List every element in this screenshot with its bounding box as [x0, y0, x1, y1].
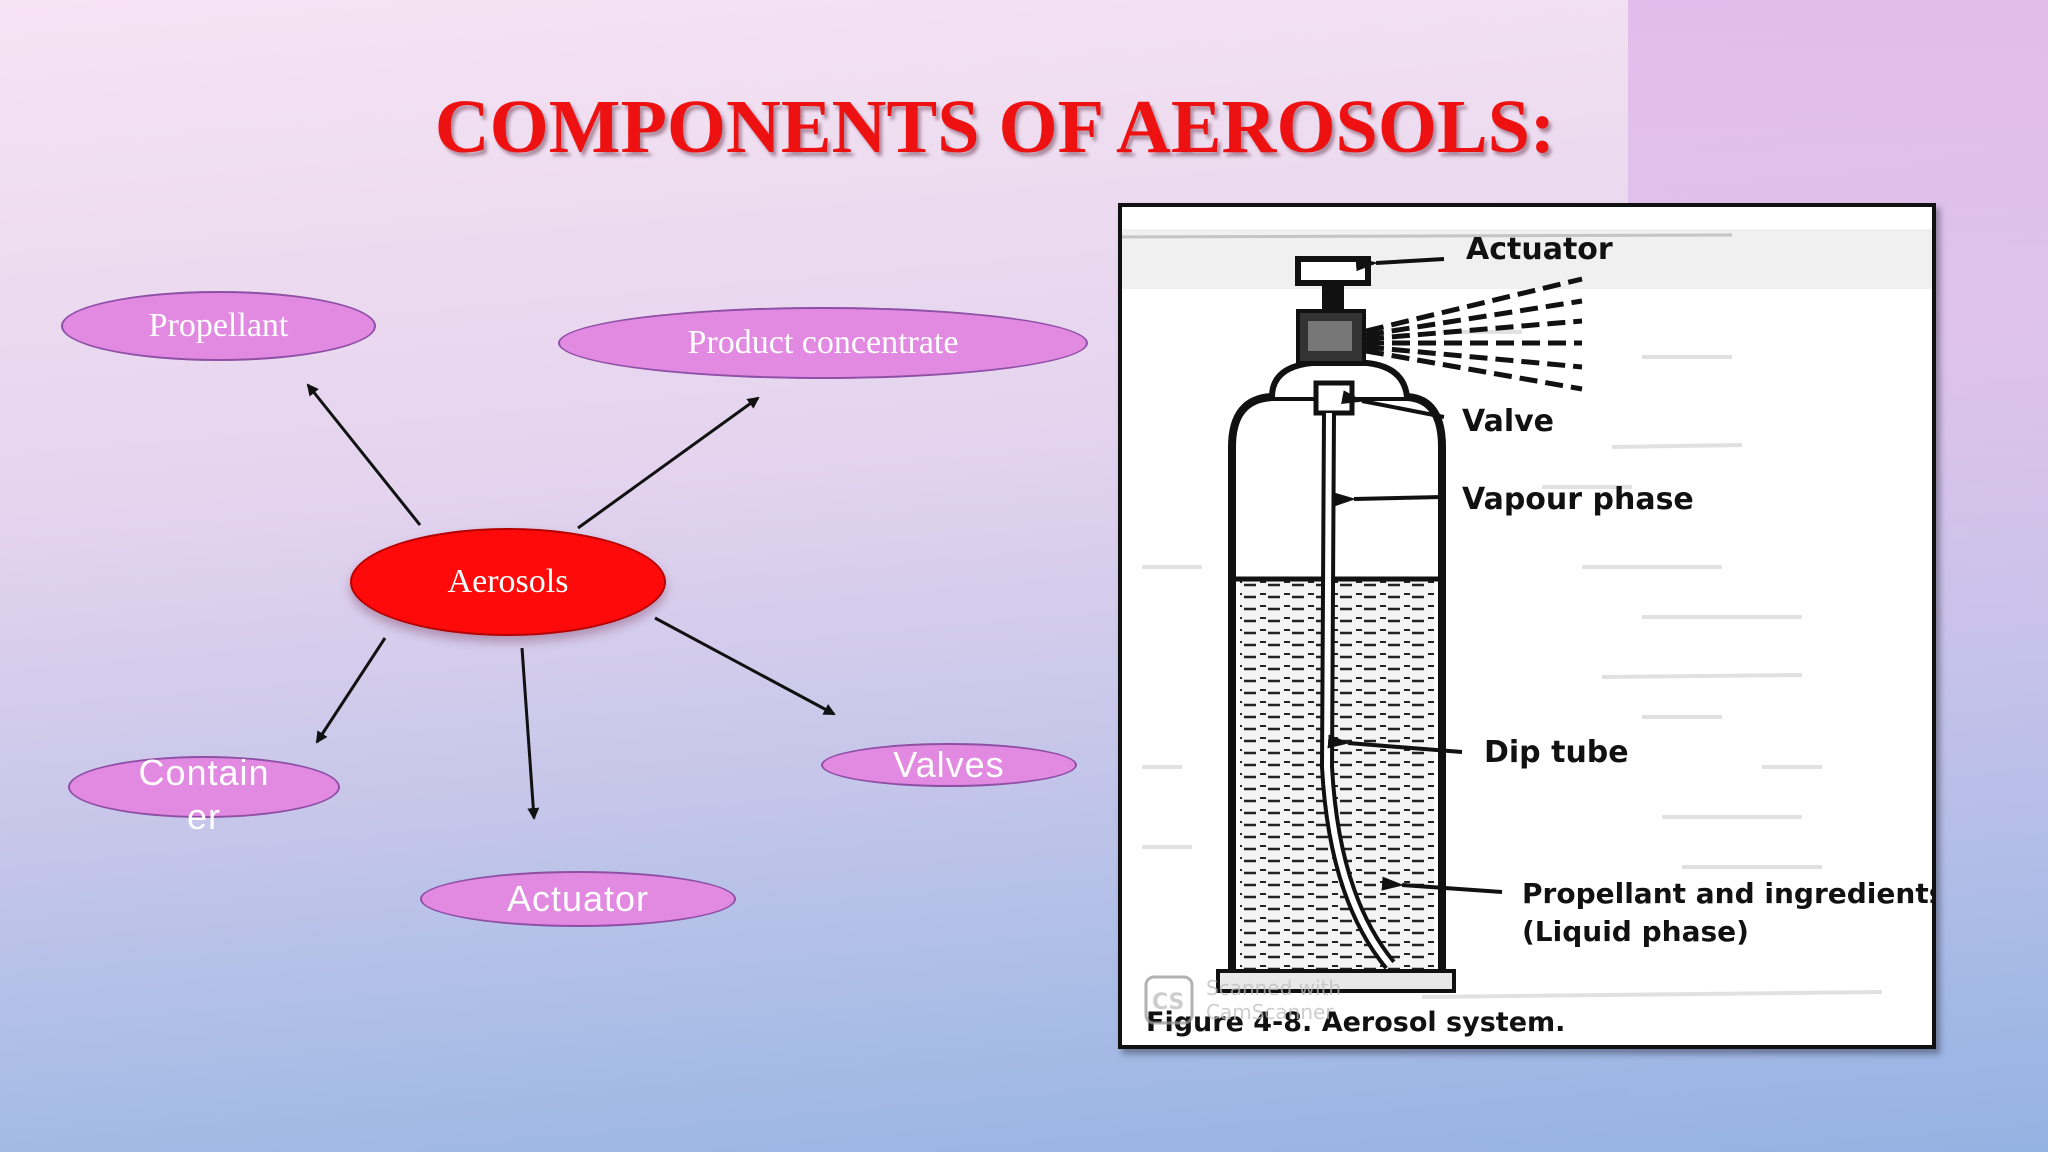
actuator-stem: [1322, 283, 1344, 313]
node-propellant-label: Propellant: [148, 307, 289, 344]
label-dip-tube: Dip tube: [1484, 735, 1629, 770]
actuator-cap: [1295, 256, 1371, 286]
liquid-phase: [1240, 579, 1434, 973]
pointer-valve: [1341, 390, 1445, 419]
aerosol-figure-drawing: Actuator Valve Vapour phase Dip tube Pro…: [1122, 229, 1932, 1038]
camscanner-watermark: CS Scanned with CamScanner: [1144, 975, 1341, 1025]
watermark-line1: Scanned with: [1206, 976, 1341, 1000]
actuator-detail: [1308, 321, 1352, 351]
label-actuator: Actuator: [1466, 232, 1613, 267]
arrow-to-valves: [654, 616, 836, 716]
label-vapour-phase: Vapour phase: [1462, 482, 1694, 517]
node-aerosols: Aerosols: [350, 528, 666, 636]
node-aerosols-label: Aerosols: [447, 563, 569, 600]
watermark-badge: CS: [1152, 990, 1184, 1015]
arrow-to-actuator: [520, 647, 540, 820]
pointer-dip-tube: [1327, 734, 1463, 754]
spray: [1365, 276, 1583, 392]
node-actuator: Actuator: [420, 871, 736, 927]
node-valves-label: Valves: [893, 744, 1005, 785]
arrow-to-container: [315, 637, 387, 744]
node-container: Contain er: [68, 752, 340, 837]
pointer-propellant: [1381, 876, 1503, 894]
node-container-label-line1: Contain: [138, 752, 270, 793]
arrow-to-propellant: [306, 383, 422, 526]
can-base: [1216, 969, 1456, 993]
scan-shadow: [1122, 229, 1932, 289]
valve-housing: [1313, 380, 1355, 416]
node-product-concentrate: Product concentrate: [558, 307, 1088, 379]
slide-title: COMPONENTS OF AEROSOLS:: [434, 85, 1556, 169]
node-actuator-label: Actuator: [506, 878, 650, 919]
node-container-label: Contain er: [138, 751, 269, 839]
pointer-vapour: [1333, 492, 1443, 507]
label-valve: Valve: [1462, 404, 1554, 439]
pointer-actuator: [1355, 257, 1445, 272]
watermark-line2: CamScanner: [1206, 1000, 1334, 1024]
figure-caption: Figure 4-8. Aerosol system.: [1146, 1007, 1565, 1038]
node-propellant: Propellant: [61, 291, 376, 361]
aerosol-figure: Actuator Valve Vapour phase Dip tube Pro…: [1118, 203, 1936, 1049]
node-product-concentrate-label: Product concentrate: [687, 324, 959, 361]
watermark-badge-icon: [1144, 975, 1194, 1025]
arrow-to-product-concentrate: [577, 396, 760, 530]
node-container-label-line2: er: [186, 796, 221, 837]
label-propellant-line2: (Liquid phase): [1522, 915, 1749, 948]
scan-line: [1122, 233, 1733, 239]
label-propellant-line1: Propellant and ingredients: [1522, 877, 1932, 910]
node-valves: Valves: [821, 743, 1077, 787]
